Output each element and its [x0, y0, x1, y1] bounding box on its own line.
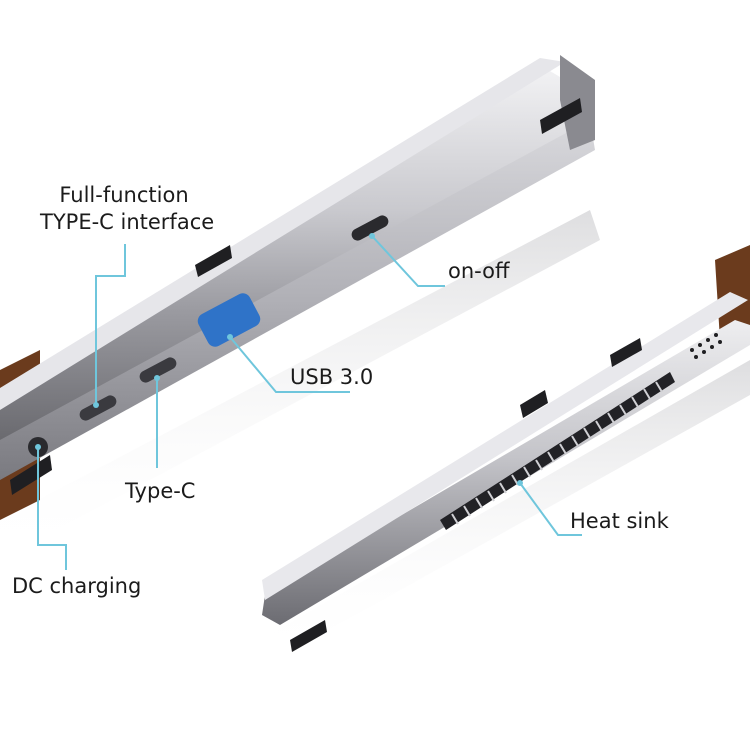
callout-usb [229, 336, 350, 393]
label-usb: USB 3.0 [290, 365, 374, 389]
callout-full-function [95, 244, 126, 405]
label-dc-charging: DC charging [12, 574, 142, 598]
callout-heat-sink [519, 482, 582, 536]
heat-sink-vents [440, 372, 675, 530]
callout-lines [37, 235, 582, 570]
label-full-function: Full-function TYPE-C interface [40, 182, 215, 236]
label-full-function-line1: Full-function [59, 183, 189, 207]
callout-on-off [371, 235, 445, 287]
lower-laptop [260, 245, 750, 660]
speaker-grille [690, 333, 722, 359]
label-on-off: on-off [448, 259, 510, 283]
label-type-c: Type-C [125, 479, 196, 503]
label-full-function-line2: TYPE-C interface [40, 210, 215, 234]
callout-dc [37, 447, 67, 570]
label-heat-sink: Heat sink [570, 509, 669, 533]
upper-laptop [0, 55, 600, 560]
